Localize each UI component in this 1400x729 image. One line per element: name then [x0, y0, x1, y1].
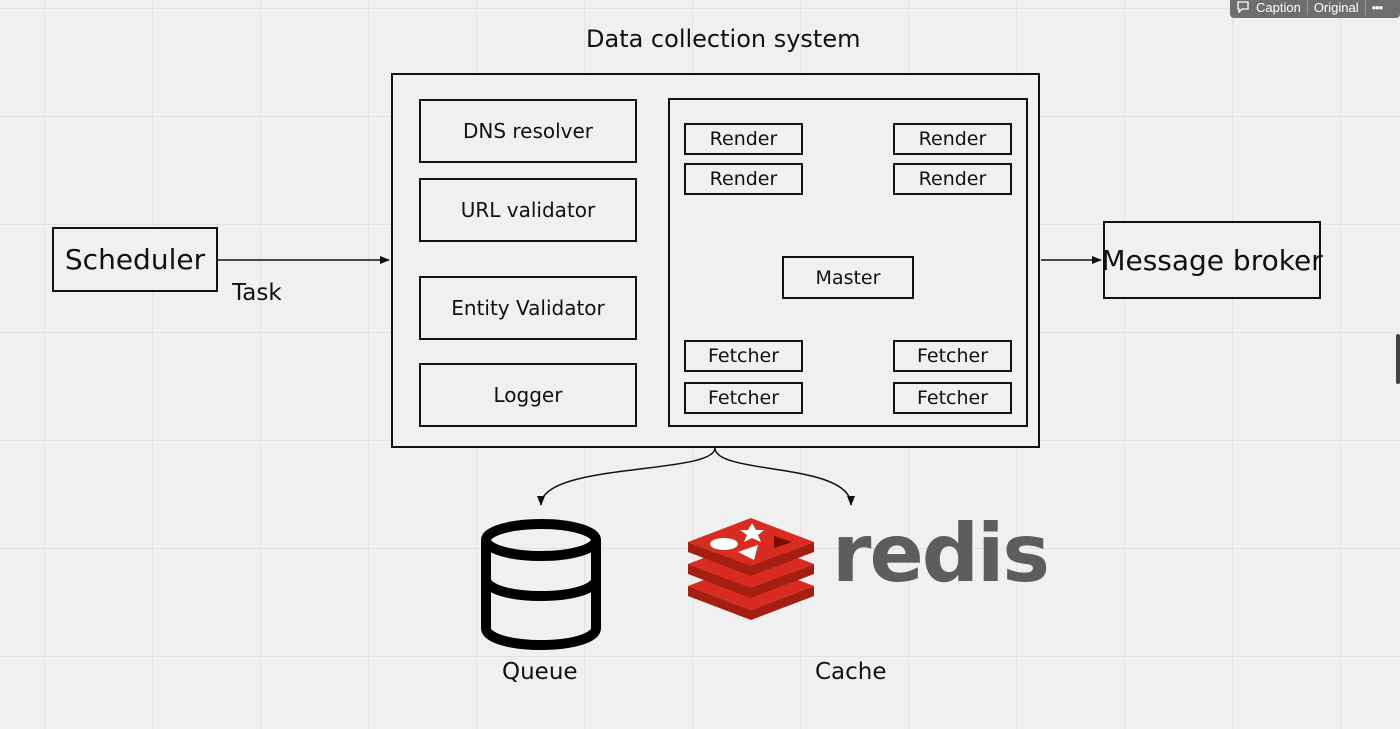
master-label: Master — [815, 266, 881, 289]
task-label: Task — [232, 280, 282, 306]
fetcher-node: Fetcher — [893, 382, 1012, 414]
toolbar-divider — [1364, 0, 1366, 15]
scroll-handle[interactable] — [1396, 334, 1400, 384]
redis-wordmark: redis — [832, 507, 1050, 600]
caption-button[interactable]: Caption — [1230, 0, 1307, 18]
node-label: Render — [918, 128, 987, 150]
node-label: Render — [918, 168, 987, 190]
url-validator-box: URL validator — [419, 178, 637, 242]
cache-label: Cache — [815, 659, 887, 685]
render-node: Render — [684, 123, 803, 155]
entity-validator-box: Entity Validator — [419, 276, 637, 340]
node-label: Render — [709, 168, 778, 190]
original-button[interactable]: Original — [1308, 0, 1365, 18]
queue-label: Queue — [502, 659, 578, 685]
node-label: Render — [709, 128, 778, 150]
fetcher-node: Fetcher — [684, 340, 803, 372]
fetcher-node: Fetcher — [684, 382, 803, 414]
view-toolbar: Caption Original ••• — [1230, 0, 1400, 18]
module-label: Entity Validator — [451, 296, 605, 320]
redis-logo-icon — [688, 518, 814, 620]
module-label: Logger — [493, 383, 563, 407]
original-label: Original — [1313, 0, 1359, 15]
caption-label: Caption — [1256, 0, 1301, 15]
more-dots-icon[interactable]: ••• — [1366, 0, 1389, 18]
scheduler-label: Scheduler — [64, 243, 206, 276]
more-label: ••• — [1371, 0, 1384, 15]
render-node: Render — [893, 123, 1012, 155]
database-icon — [481, 519, 601, 650]
node-label: Fetcher — [707, 387, 780, 409]
dns-resolver-box: DNS resolver — [419, 99, 637, 163]
module-label: DNS resolver — [462, 119, 594, 143]
scheduler-box: Scheduler — [52, 227, 218, 292]
render-node: Render — [893, 163, 1012, 195]
message-broker-box: Message broker — [1101, 221, 1323, 299]
node-label: Fetcher — [916, 387, 989, 409]
master-node: Master — [782, 256, 914, 299]
node-label: Fetcher — [707, 345, 780, 367]
node-label: Fetcher — [916, 345, 989, 367]
render-node: Render — [684, 163, 803, 195]
queue-arrow — [537, 447, 716, 506]
speech-bubble-icon — [1237, 1, 1249, 14]
logger-box: Logger — [419, 363, 637, 427]
toolbar-divider — [1306, 0, 1308, 15]
cluster-container — [668, 98, 1028, 427]
fetcher-node: Fetcher — [893, 340, 1012, 372]
diagram-title: Data collection system — [586, 25, 861, 53]
module-label: URL validator — [460, 198, 596, 222]
cache-arrow — [714, 447, 855, 506]
message-broker-label: Message broker — [1101, 243, 1323, 277]
